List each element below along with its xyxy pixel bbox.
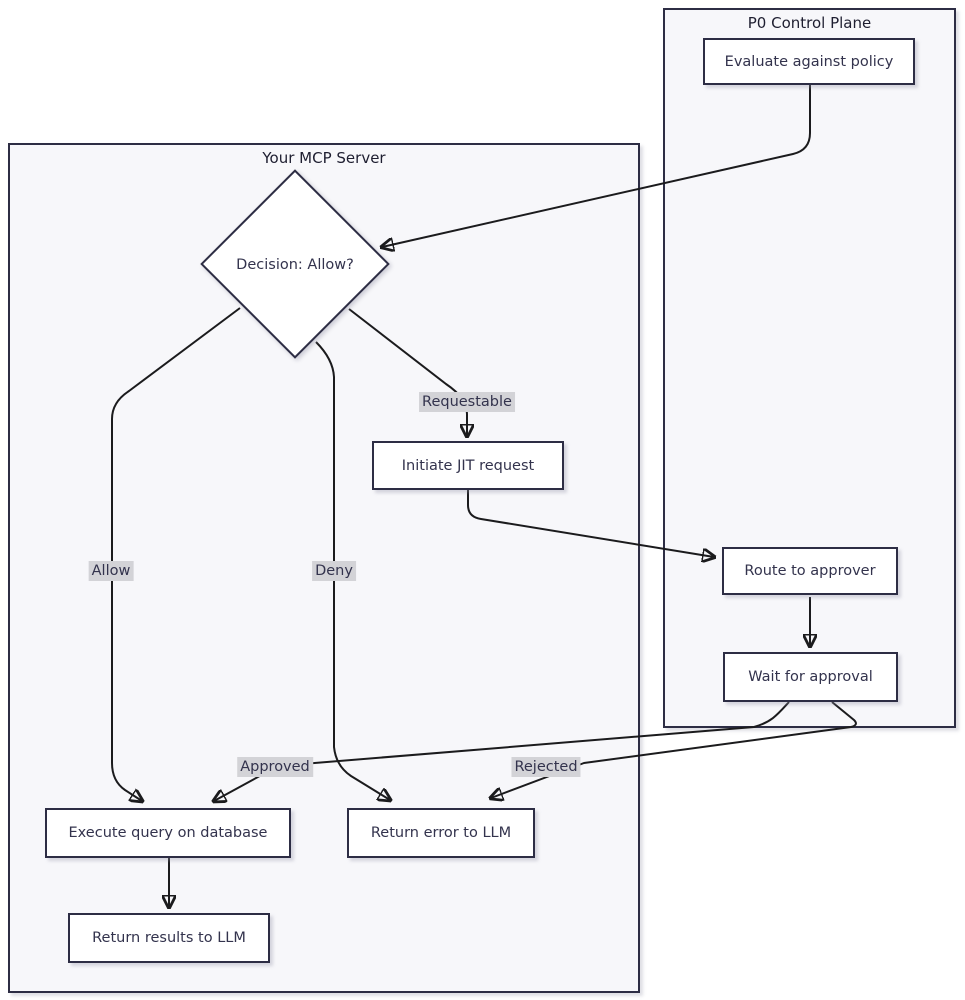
node-execute-query-on-database: Execute query on database: [45, 808, 291, 858]
edge-label-approved: Approved: [237, 757, 313, 777]
container-title-mcp: Your MCP Server: [262, 149, 386, 167]
edge-label-rejected: Rejected: [511, 757, 581, 777]
edge-label-requestable: Requestable: [419, 392, 515, 412]
edge-wait-to-error-rejected: [491, 701, 857, 798]
edge-wait-to-execute-approved: [214, 701, 790, 801]
node-evaluate-against-policy: Evaluate against policy: [703, 38, 915, 85]
edge-label-deny: Deny: [312, 561, 356, 581]
node-decision-allow: Decision: Allow?: [200, 169, 390, 360]
edge-evaluate-to-decision: [382, 85, 811, 247]
edge-decision-to-execute-allow: [111, 307, 241, 801]
node-wait-for-approval: Wait for approval: [723, 652, 898, 702]
edge-decision-to-error-deny: [315, 341, 390, 800]
container-title-p0: P0 Control Plane: [747, 14, 872, 32]
edge-initiate-to-route: [467, 490, 714, 557]
edge-label-allow: Allow: [88, 561, 134, 581]
node-route-to-approver: Route to approver: [722, 547, 898, 595]
node-return-error-to-llm: Return error to LLM: [347, 808, 535, 858]
node-return-results-to-llm: Return results to LLM: [68, 913, 270, 963]
node-initiate-jit-request: Initiate JIT request: [372, 441, 564, 490]
decision-diamond-label: Decision: Allow?: [236, 256, 354, 273]
